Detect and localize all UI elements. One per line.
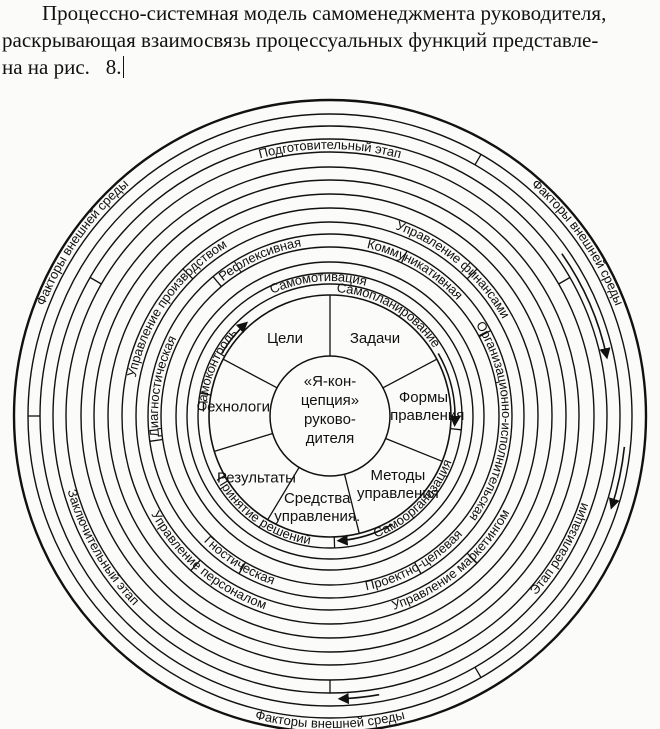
arrow-stage-1 — [561, 253, 611, 360]
ring-circle-8 — [107, 193, 553, 639]
caption-line-3-text: на на рис. — [2, 55, 90, 79]
ring3-divider — [400, 250, 408, 264]
ring-circle-14 — [186, 272, 474, 560]
ring4-divider — [182, 268, 194, 280]
ring6-label-2: Факторы внешней среды — [254, 708, 406, 729]
center-label: «Я-кон-цепция»руково-дителя — [301, 373, 359, 447]
sector-label-7: Технология — [199, 398, 278, 415]
ring-circle-11 — [147, 233, 513, 599]
ring1-divider — [199, 392, 211, 396]
ring5-divider — [89, 276, 102, 285]
ring4-divider — [190, 559, 201, 572]
ring-circle-12 — [160, 246, 500, 586]
ring-circle-10 — [135, 221, 525, 611]
sector-label-1: Цели — [267, 330, 303, 347]
ring-circle-13 — [175, 261, 485, 571]
sector-divider — [385, 437, 443, 462]
caption-line-3: на на рис. 8. — [0, 54, 660, 81]
ring4-label-3: Управление персоналом — [148, 508, 269, 612]
ring6-divider — [474, 154, 482, 166]
ring3-divider — [212, 276, 222, 287]
flow-arrows — [221, 253, 626, 705]
ring6-divider — [474, 666, 482, 678]
ring3-divider — [149, 438, 163, 442]
ring5-divider — [558, 276, 571, 285]
ring5-label-1: Подготовительный этап — [257, 137, 403, 161]
ring4-divider — [466, 552, 478, 564]
sector-divider — [267, 467, 300, 521]
sector-label-6: Результаты — [217, 470, 296, 487]
ring4-label-1: Управление финансами — [394, 218, 513, 321]
sector-label-2: Задачи — [350, 330, 400, 347]
ring3-divider — [413, 562, 422, 574]
ring-circle-6 — [80, 166, 580, 666]
ring4-divider — [466, 268, 478, 280]
caption-line-2: раскрывающая взаимосвязь процессуальных … — [2, 28, 599, 52]
figure-number: 8. — [105, 55, 122, 79]
ring-circle-9 — [121, 207, 539, 625]
ring-dividers — [28, 154, 571, 693]
sector-divider — [222, 358, 278, 389]
ring-circle-7 — [93, 179, 567, 653]
center-concept: «Я-кон-цепция»руково-дителя — [269, 355, 391, 477]
ring1-divider — [450, 428, 462, 431]
arrow-self-planning — [437, 353, 461, 427]
arrow-self-control — [221, 321, 249, 354]
sector-divider — [343, 474, 360, 534]
text-cursor — [123, 56, 125, 78]
ring-circle-1 — [12, 98, 648, 729]
arrow-factors — [608, 446, 626, 510]
arrow-stage-2 — [337, 692, 380, 705]
caption-line-1: Процессно-системная модель самоменеджмен… — [42, 1, 607, 25]
figure-caption: Процессно-системная модель самоменеджмен… — [0, 0, 660, 81]
ring3-divider — [238, 562, 247, 574]
ring5-label-3: Заключительный этап — [64, 488, 142, 609]
ring3-divider — [478, 329, 492, 338]
ring3-label-5: Диагностическая — [146, 333, 179, 438]
sector-divider — [214, 432, 273, 452]
sector-divider — [382, 358, 438, 389]
ring-circle-15 — [197, 283, 463, 549]
arrow-decision — [336, 523, 393, 546]
center-circle — [269, 355, 391, 477]
